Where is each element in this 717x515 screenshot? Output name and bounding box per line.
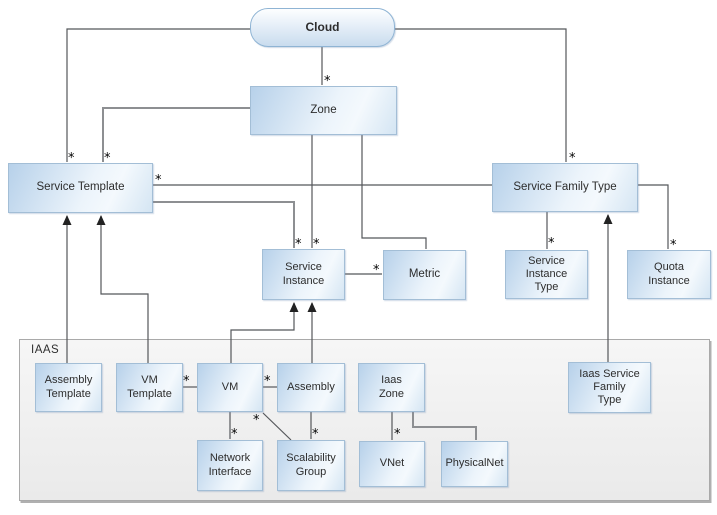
node-label-vnet: VNet	[379, 457, 405, 470]
node-label-iaas-zone: Iaas Zone	[378, 374, 405, 400]
node-iaas-zone: Iaas Zone	[358, 363, 425, 412]
node-label-network-interface: Network Interface	[208, 452, 252, 478]
node-assembly-template: Assembly Template	[35, 363, 102, 412]
node-network-interface: Network Interface	[197, 440, 263, 491]
node-vm: VM	[197, 363, 263, 412]
node-cloud: Cloud	[250, 8, 395, 47]
node-service-instance: Service Instance	[262, 249, 345, 300]
node-label-service-family-type: Service Family Type	[513, 180, 617, 193]
node-label-metric: Metric	[408, 268, 441, 281]
node-service-instance-type: Service Instance Type	[505, 250, 588, 299]
node-label-vm-template: VM Template	[127, 374, 172, 400]
node-label-vm: VM	[221, 380, 239, 393]
node-vm-template: VM Template	[116, 363, 183, 412]
node-label-assembly-template: Assembly Template	[44, 374, 93, 400]
node-label-scalability-group: Scalability Group	[286, 452, 336, 478]
node-label-iaas-service-family-type: Iaas Service Family Type	[579, 367, 640, 407]
node-scalability-group: Scalability Group	[277, 440, 345, 491]
iaas-container-label: IAAS	[31, 344, 60, 356]
node-zone: Zone	[250, 86, 397, 135]
node-label-service-instance-type: Service Instance Type	[525, 254, 568, 294]
node-iaas-service-family-type: Iaas Service Family Type	[568, 362, 651, 413]
node-label-zone: Zone	[310, 103, 337, 116]
node-quota-instance: Quota Instance	[627, 250, 711, 299]
node-vnet: VNet	[359, 441, 425, 487]
node-service-family-type: Service Family Type	[492, 163, 638, 212]
node-label-quota-instance: Quota Instance	[648, 261, 690, 287]
node-label-physicalnet: PhysicalNet	[445, 457, 504, 470]
node-service-template: Service Template	[8, 163, 153, 213]
node-metric: Metric	[383, 250, 466, 300]
node-label-assembly: Assembly	[287, 380, 335, 393]
node-assembly: Assembly	[277, 363, 345, 412]
node-label-cloud: Cloud	[305, 20, 340, 35]
node-physicalnet: PhysicalNet	[441, 441, 508, 487]
node-label-service-instance: Service Instance	[282, 261, 325, 287]
node-label-service-template: Service Template	[36, 181, 125, 194]
